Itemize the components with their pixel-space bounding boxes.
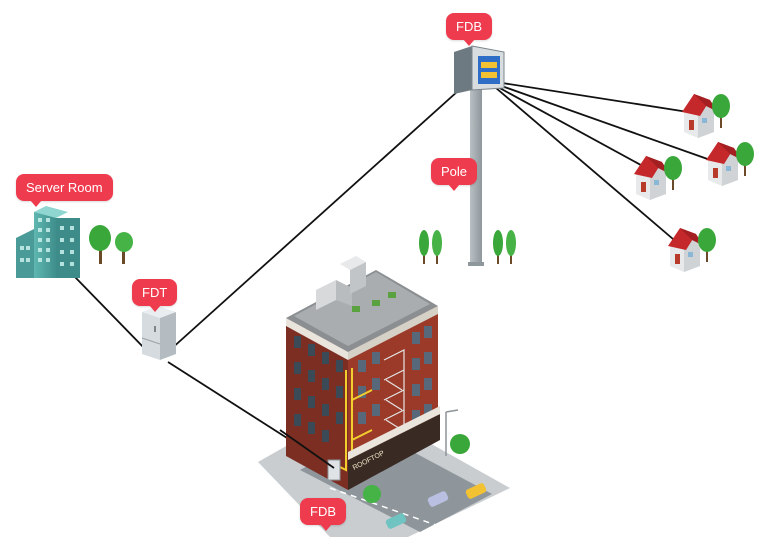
cable-building-drop xyxy=(279,429,335,469)
tree-icon xyxy=(493,230,503,264)
cable-fdb-to-house-1 xyxy=(495,81,689,113)
tree-icon xyxy=(419,230,429,264)
house-icon xyxy=(668,228,716,272)
tree-icon xyxy=(432,230,442,264)
tree-icon xyxy=(89,225,111,264)
house-icon xyxy=(634,156,682,200)
tree-icon xyxy=(115,232,133,264)
cable-server-to-fdt xyxy=(73,275,149,353)
server-room-building xyxy=(16,206,80,278)
fdb-pole-box xyxy=(454,45,505,94)
label-server-room: Server Room xyxy=(16,174,113,207)
cable-fdt-to-fdb-pole xyxy=(169,81,469,351)
fiber-cables xyxy=(73,81,717,469)
label-fdb-top: FDB xyxy=(446,13,492,46)
label-fdt: FDT xyxy=(132,279,178,312)
cable-fdb-to-house-3 xyxy=(495,85,651,171)
label-fdb-bottom: FDB xyxy=(300,498,346,531)
house-icon xyxy=(706,142,754,186)
label-pole: Pole xyxy=(431,158,478,191)
fdt-cabinet xyxy=(141,306,176,360)
cable-fdb-to-house-2 xyxy=(495,83,717,163)
cable-fdb-to-house-4 xyxy=(495,87,681,246)
tree-icon xyxy=(506,230,516,264)
house-icon xyxy=(682,94,730,138)
utility-pole xyxy=(468,56,484,266)
apartment-building: ROOFTOP xyxy=(258,256,510,537)
